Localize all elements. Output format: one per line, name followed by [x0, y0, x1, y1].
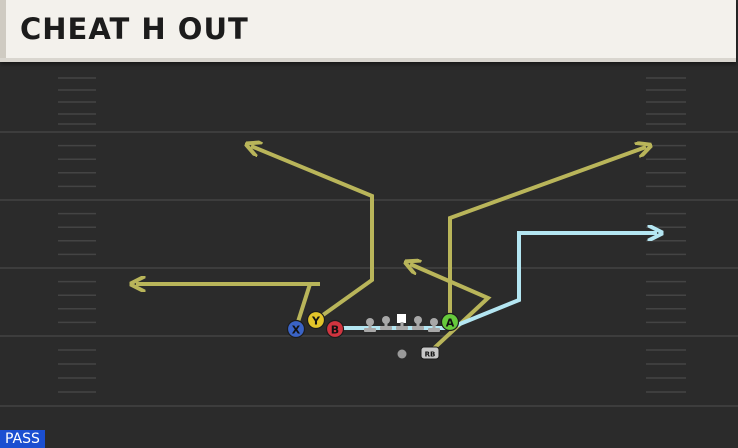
quarterback-marker	[397, 349, 407, 359]
player-y: Y	[306, 310, 326, 330]
offensive-line	[364, 314, 440, 332]
player-rb: RB	[420, 346, 440, 360]
player-b: B	[325, 319, 345, 339]
svg-text:B: B	[331, 324, 339, 337]
center-icon	[396, 314, 408, 330]
route-rb	[410, 264, 492, 354]
player-x: X	[286, 319, 306, 339]
svg-text:X: X	[292, 324, 301, 337]
player-a: A	[440, 312, 460, 332]
hash-marks	[58, 77, 686, 393]
yard-lines	[0, 131, 738, 407]
lineman-icon	[412, 316, 424, 330]
lineman-icon	[428, 318, 440, 332]
svg-text:RB: RB	[425, 351, 436, 359]
lineman-icon	[364, 318, 376, 332]
play-title: CHEAT H OUT	[20, 12, 249, 46]
title-accent	[0, 0, 6, 58]
play-type-badge: PASS	[0, 430, 45, 448]
play-diagram-field: X Y B A RB	[0, 77, 738, 407]
route-y	[251, 146, 374, 322]
play-title-bar: CHEAT H OUT	[0, 0, 736, 62]
route-a-corner	[448, 147, 646, 322]
route-x	[136, 284, 320, 329]
routes	[136, 146, 657, 354]
svg-text:Y: Y	[311, 315, 321, 328]
lineman-icon	[380, 316, 392, 330]
svg-text:A: A	[446, 317, 455, 330]
route-b-primary	[335, 233, 657, 330]
